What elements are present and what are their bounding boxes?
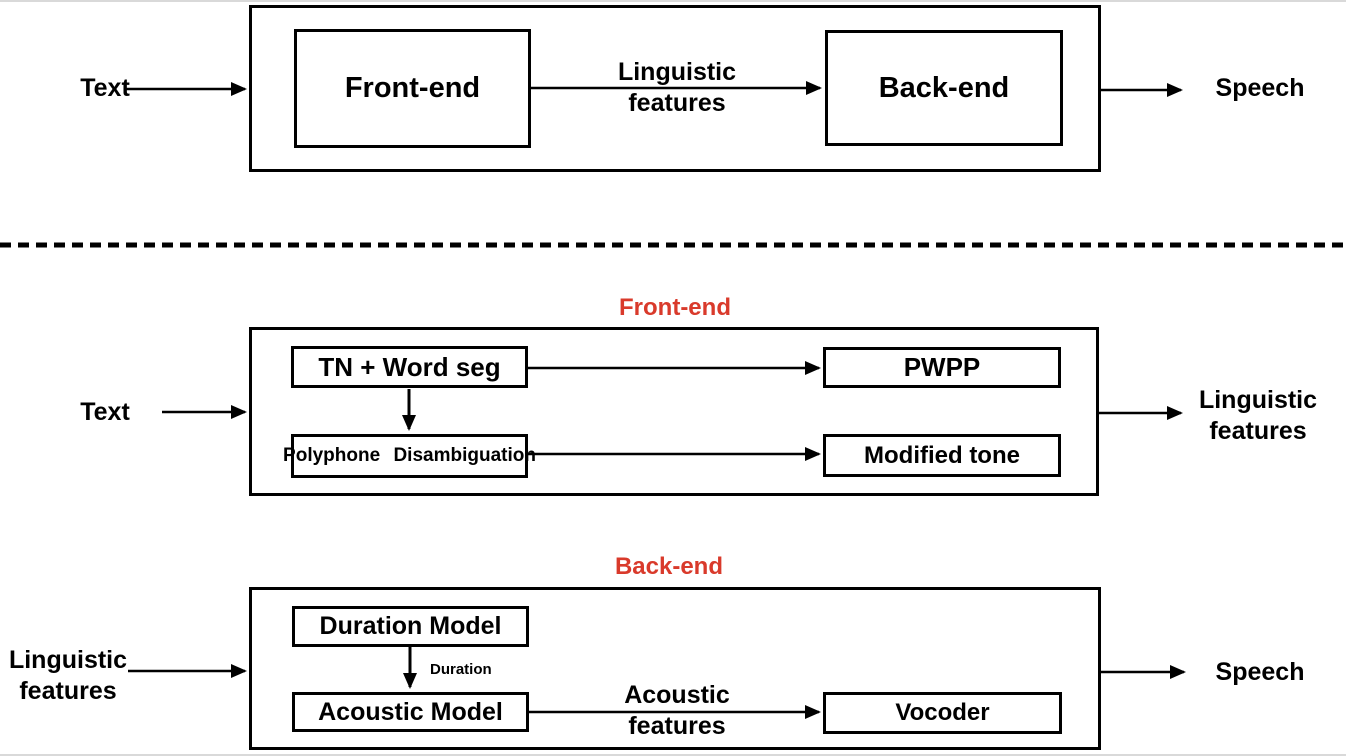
back-end-input-label: Linguistic features bbox=[3, 645, 133, 707]
back-end-section-title: Back-end bbox=[614, 553, 724, 580]
front-end-output-label: Linguistic features bbox=[1173, 385, 1343, 447]
acoustic-features-edge-label: Acoustic features bbox=[592, 680, 762, 742]
overview-back-end-label: Back-end bbox=[878, 71, 1010, 104]
tn-word-seg-label: TN + Word seg bbox=[318, 351, 501, 382]
modified-tone-label: Modified tone bbox=[864, 441, 1020, 469]
polyphone-disambiguation-box: Polyphone Disambiguation bbox=[283, 434, 536, 478]
overview-edge-label-line1: Linguistic bbox=[617, 58, 737, 86]
duration-model-box: Duration Model bbox=[292, 606, 529, 647]
acoustic-features-edge-label-line2: features bbox=[628, 712, 726, 740]
front-end-output-label-line2: features bbox=[1209, 417, 1307, 445]
front-end-section-title: Front-end bbox=[619, 294, 731, 321]
screenshot-bottom-border bbox=[0, 754, 1346, 756]
acoustic-model-box: Acoustic Model bbox=[292, 692, 529, 732]
duration-model-label: Duration Model bbox=[319, 612, 502, 640]
acoustic-features-edge-label-line1: Acoustic bbox=[624, 681, 730, 709]
front-end-input-label: Text bbox=[80, 398, 130, 426]
modified-tone-box: Modified tone bbox=[823, 434, 1061, 477]
screenshot-top-border bbox=[0, 0, 1346, 2]
overview-outer-box bbox=[249, 5, 1101, 172]
pwpp-label: PWPP bbox=[903, 352, 981, 382]
vocoder-label: Vocoder bbox=[895, 699, 990, 726]
overview-input-label: Text bbox=[80, 74, 130, 102]
pwpp-box: PWPP bbox=[823, 347, 1061, 388]
front-end-outer-box bbox=[249, 327, 1099, 496]
overview-back-end-box: Back-end bbox=[825, 30, 1063, 146]
front-end-output-label-line1: Linguistic bbox=[1198, 386, 1318, 414]
overview-edge-label-line2: features bbox=[628, 89, 726, 117]
acoustic-model-label: Acoustic Model bbox=[318, 697, 503, 726]
back-end-output-label: Speech bbox=[1215, 658, 1305, 686]
duration-edge-label: Duration bbox=[430, 661, 492, 678]
back-end-outer-box bbox=[249, 587, 1101, 750]
vocoder-box: Vocoder bbox=[823, 692, 1062, 734]
overview-front-end-label: Front-end bbox=[344, 72, 481, 104]
overview-edge-label: Linguistic features bbox=[592, 57, 762, 119]
back-end-input-label-line2: features bbox=[19, 677, 117, 705]
back-end-input-label-line1: Linguistic bbox=[8, 646, 128, 674]
polyphone-disambiguation-label: Polyphone Disambiguation bbox=[283, 445, 536, 466]
overview-front-end-box: Front-end bbox=[294, 29, 531, 148]
tn-word-seg-box: TN + Word seg bbox=[291, 346, 528, 388]
overview-output-label: Speech bbox=[1215, 74, 1305, 102]
